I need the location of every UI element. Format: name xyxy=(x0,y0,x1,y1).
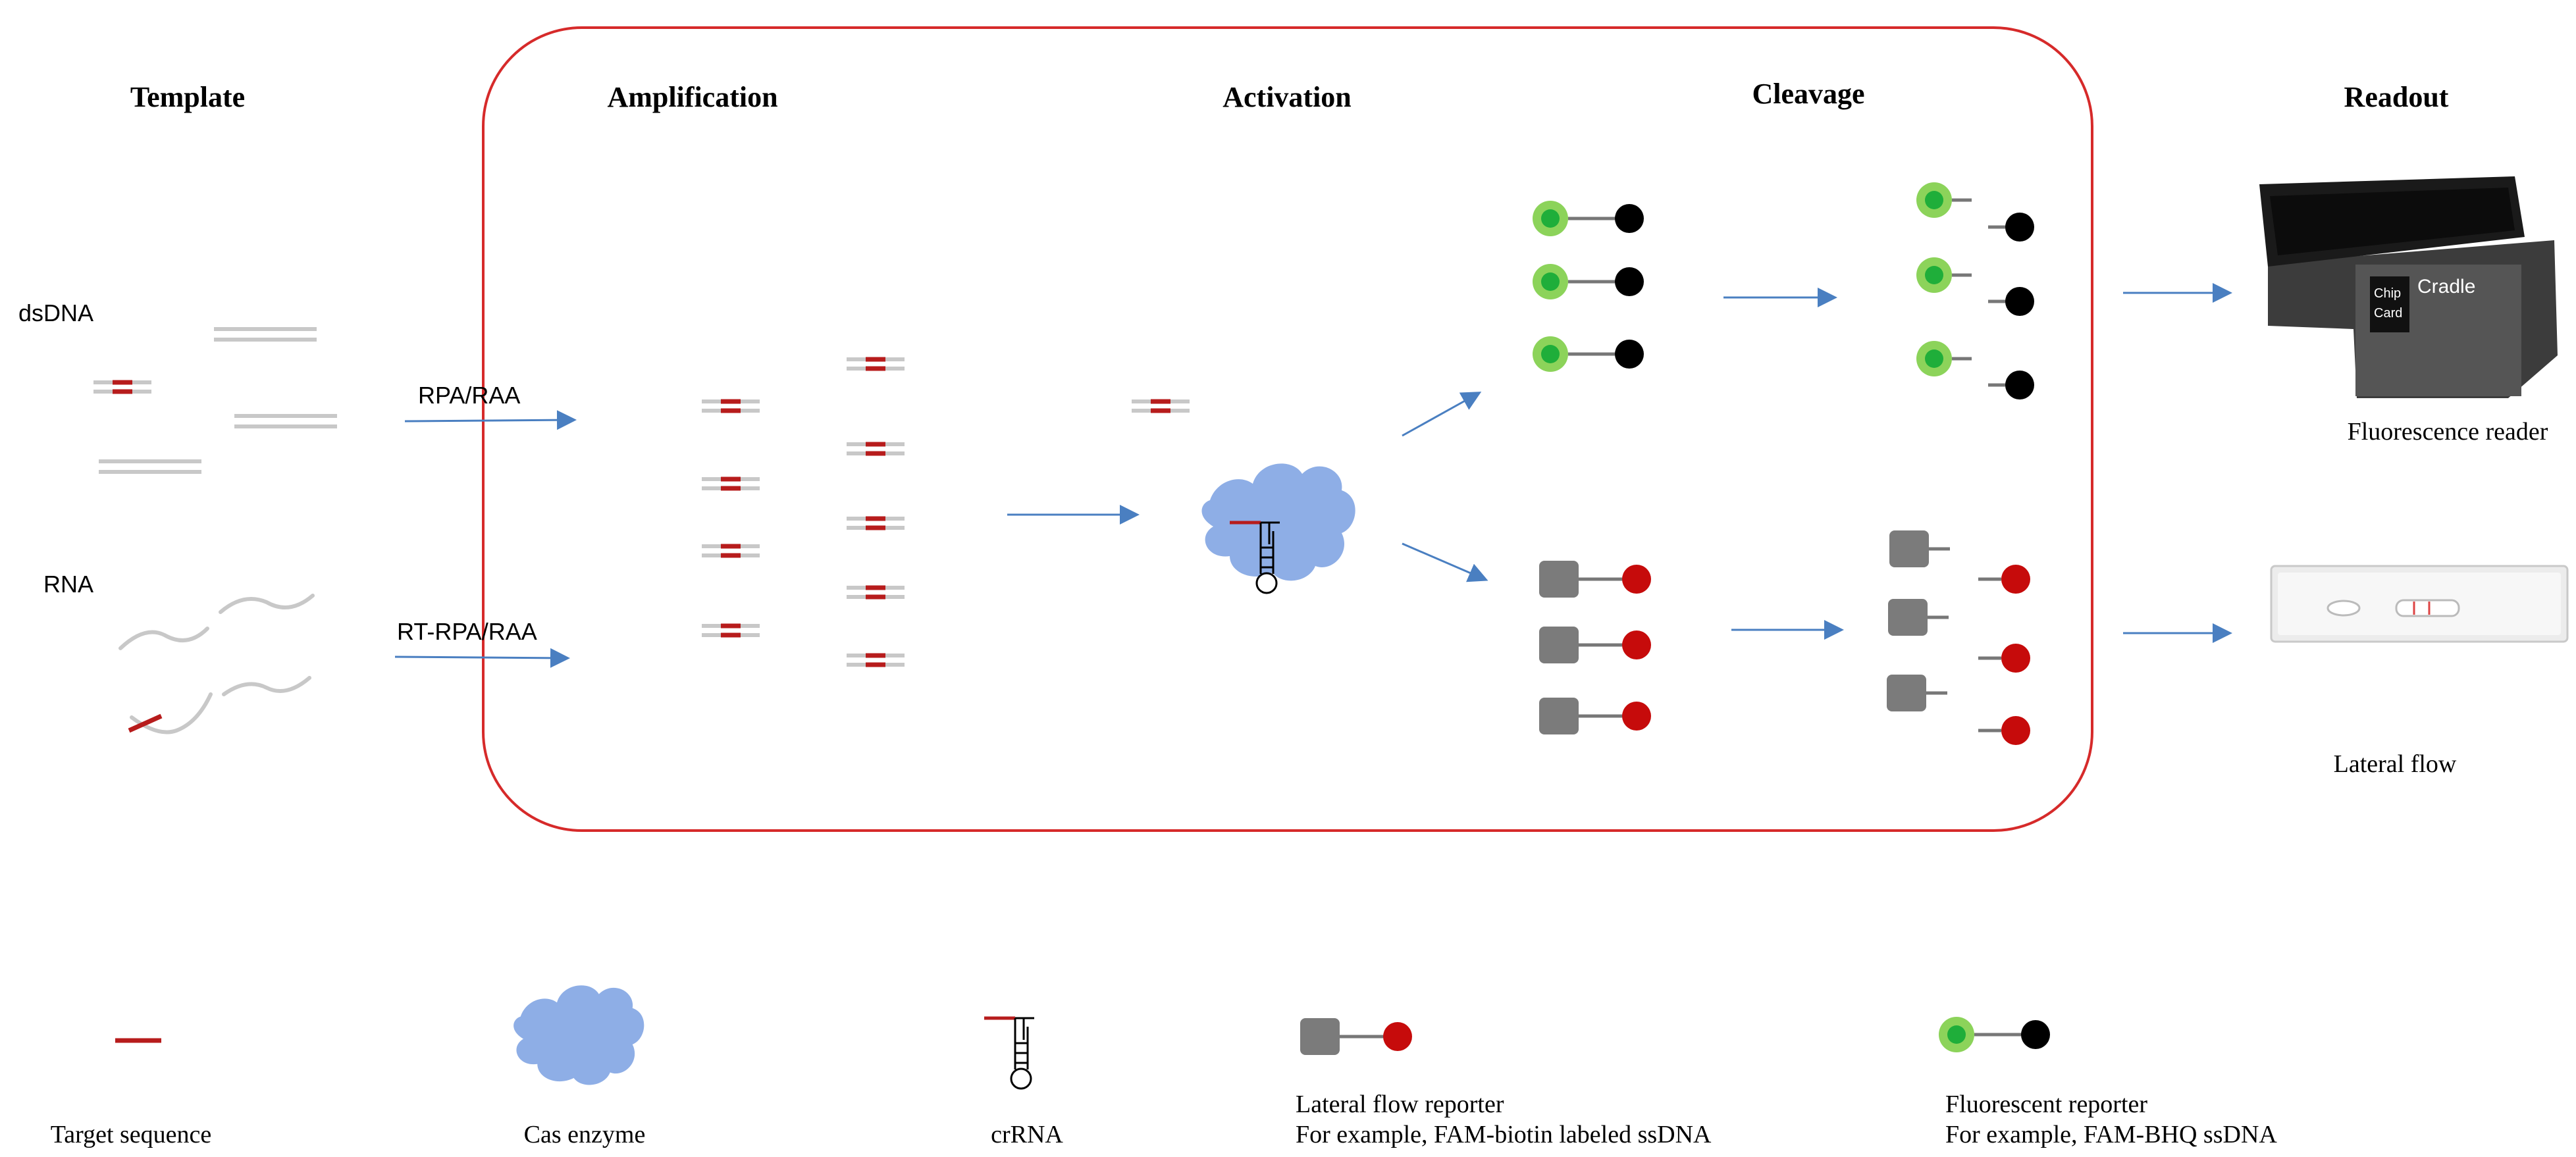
fluorescent-reporters-intact xyxy=(1533,201,1644,372)
label-dsdna: dsDNA xyxy=(18,299,93,326)
arrow-rt-rpa xyxy=(394,648,570,668)
legend-lateral-flow-icon xyxy=(1300,1018,1412,1055)
legend-cas-icon xyxy=(513,985,644,1085)
fluorescent-reporters-cleaved xyxy=(1916,182,2034,399)
header-cleavage: Cleavage xyxy=(1752,78,1864,110)
legend-fluorescent-label: Fluorescent reporter xyxy=(1945,1091,2147,1118)
arrow-rpa xyxy=(404,410,577,430)
dsdna-strand xyxy=(99,461,201,472)
device-cradle-label: Cradle xyxy=(2417,276,2475,297)
legend-crrna-label: crRNA xyxy=(991,1121,1063,1148)
legend-lateral-flow-example: For example, FAM-biotin labeled ssDNA xyxy=(1296,1121,1712,1148)
legend-fluorescent-icon xyxy=(1939,1017,2050,1052)
activation-target-dsdna xyxy=(1132,401,1190,411)
legend-cas-label: Cas enzyme xyxy=(524,1121,646,1148)
legend-lateral-flow-label: Lateral flow reporter xyxy=(1296,1091,1504,1118)
label-rpa: RPA/RAA xyxy=(418,382,520,409)
header-template: Template xyxy=(130,81,245,113)
dsdna-target-strand xyxy=(93,382,151,392)
dsdna-strand xyxy=(234,416,337,426)
legend-crrna-icon xyxy=(984,1018,1034,1089)
header-readout: Readout xyxy=(2344,81,2449,113)
dsdna-strand xyxy=(214,329,317,340)
label-fluorescence-reader: Fluorescence reader xyxy=(2348,418,2548,446)
legend-fluorescent-example: For example, FAM-BHQ ssDNA xyxy=(1945,1121,2277,1148)
header-amplification: Amplification xyxy=(607,81,777,113)
label-rt-rpa: RT-RPA/RAA xyxy=(397,618,537,645)
rna-strands xyxy=(118,594,315,734)
header-activation: Activation xyxy=(1222,81,1352,113)
device-card-label: Card xyxy=(2374,306,2402,321)
lateral-flow-strip-device xyxy=(2270,565,2569,643)
fluorescence-reader-device: Chip Card Cradle xyxy=(2259,176,2558,398)
lateral-flow-reporters-cleaved xyxy=(1887,530,2030,745)
arrow-to-lateral xyxy=(1402,542,1488,582)
rna-target-segment xyxy=(128,713,163,733)
device-chip-label: Chip xyxy=(2374,286,2401,301)
arrow-to-fluorescent xyxy=(1402,392,1482,437)
label-rna: RNA xyxy=(43,571,93,598)
amplified-products xyxy=(702,359,905,665)
lateral-flow-reporters-intact xyxy=(1539,561,1651,734)
label-lateral-flow: Lateral flow xyxy=(2334,750,2457,778)
process-frame xyxy=(482,26,2093,832)
legend-target-label: Target sequence xyxy=(51,1121,212,1148)
